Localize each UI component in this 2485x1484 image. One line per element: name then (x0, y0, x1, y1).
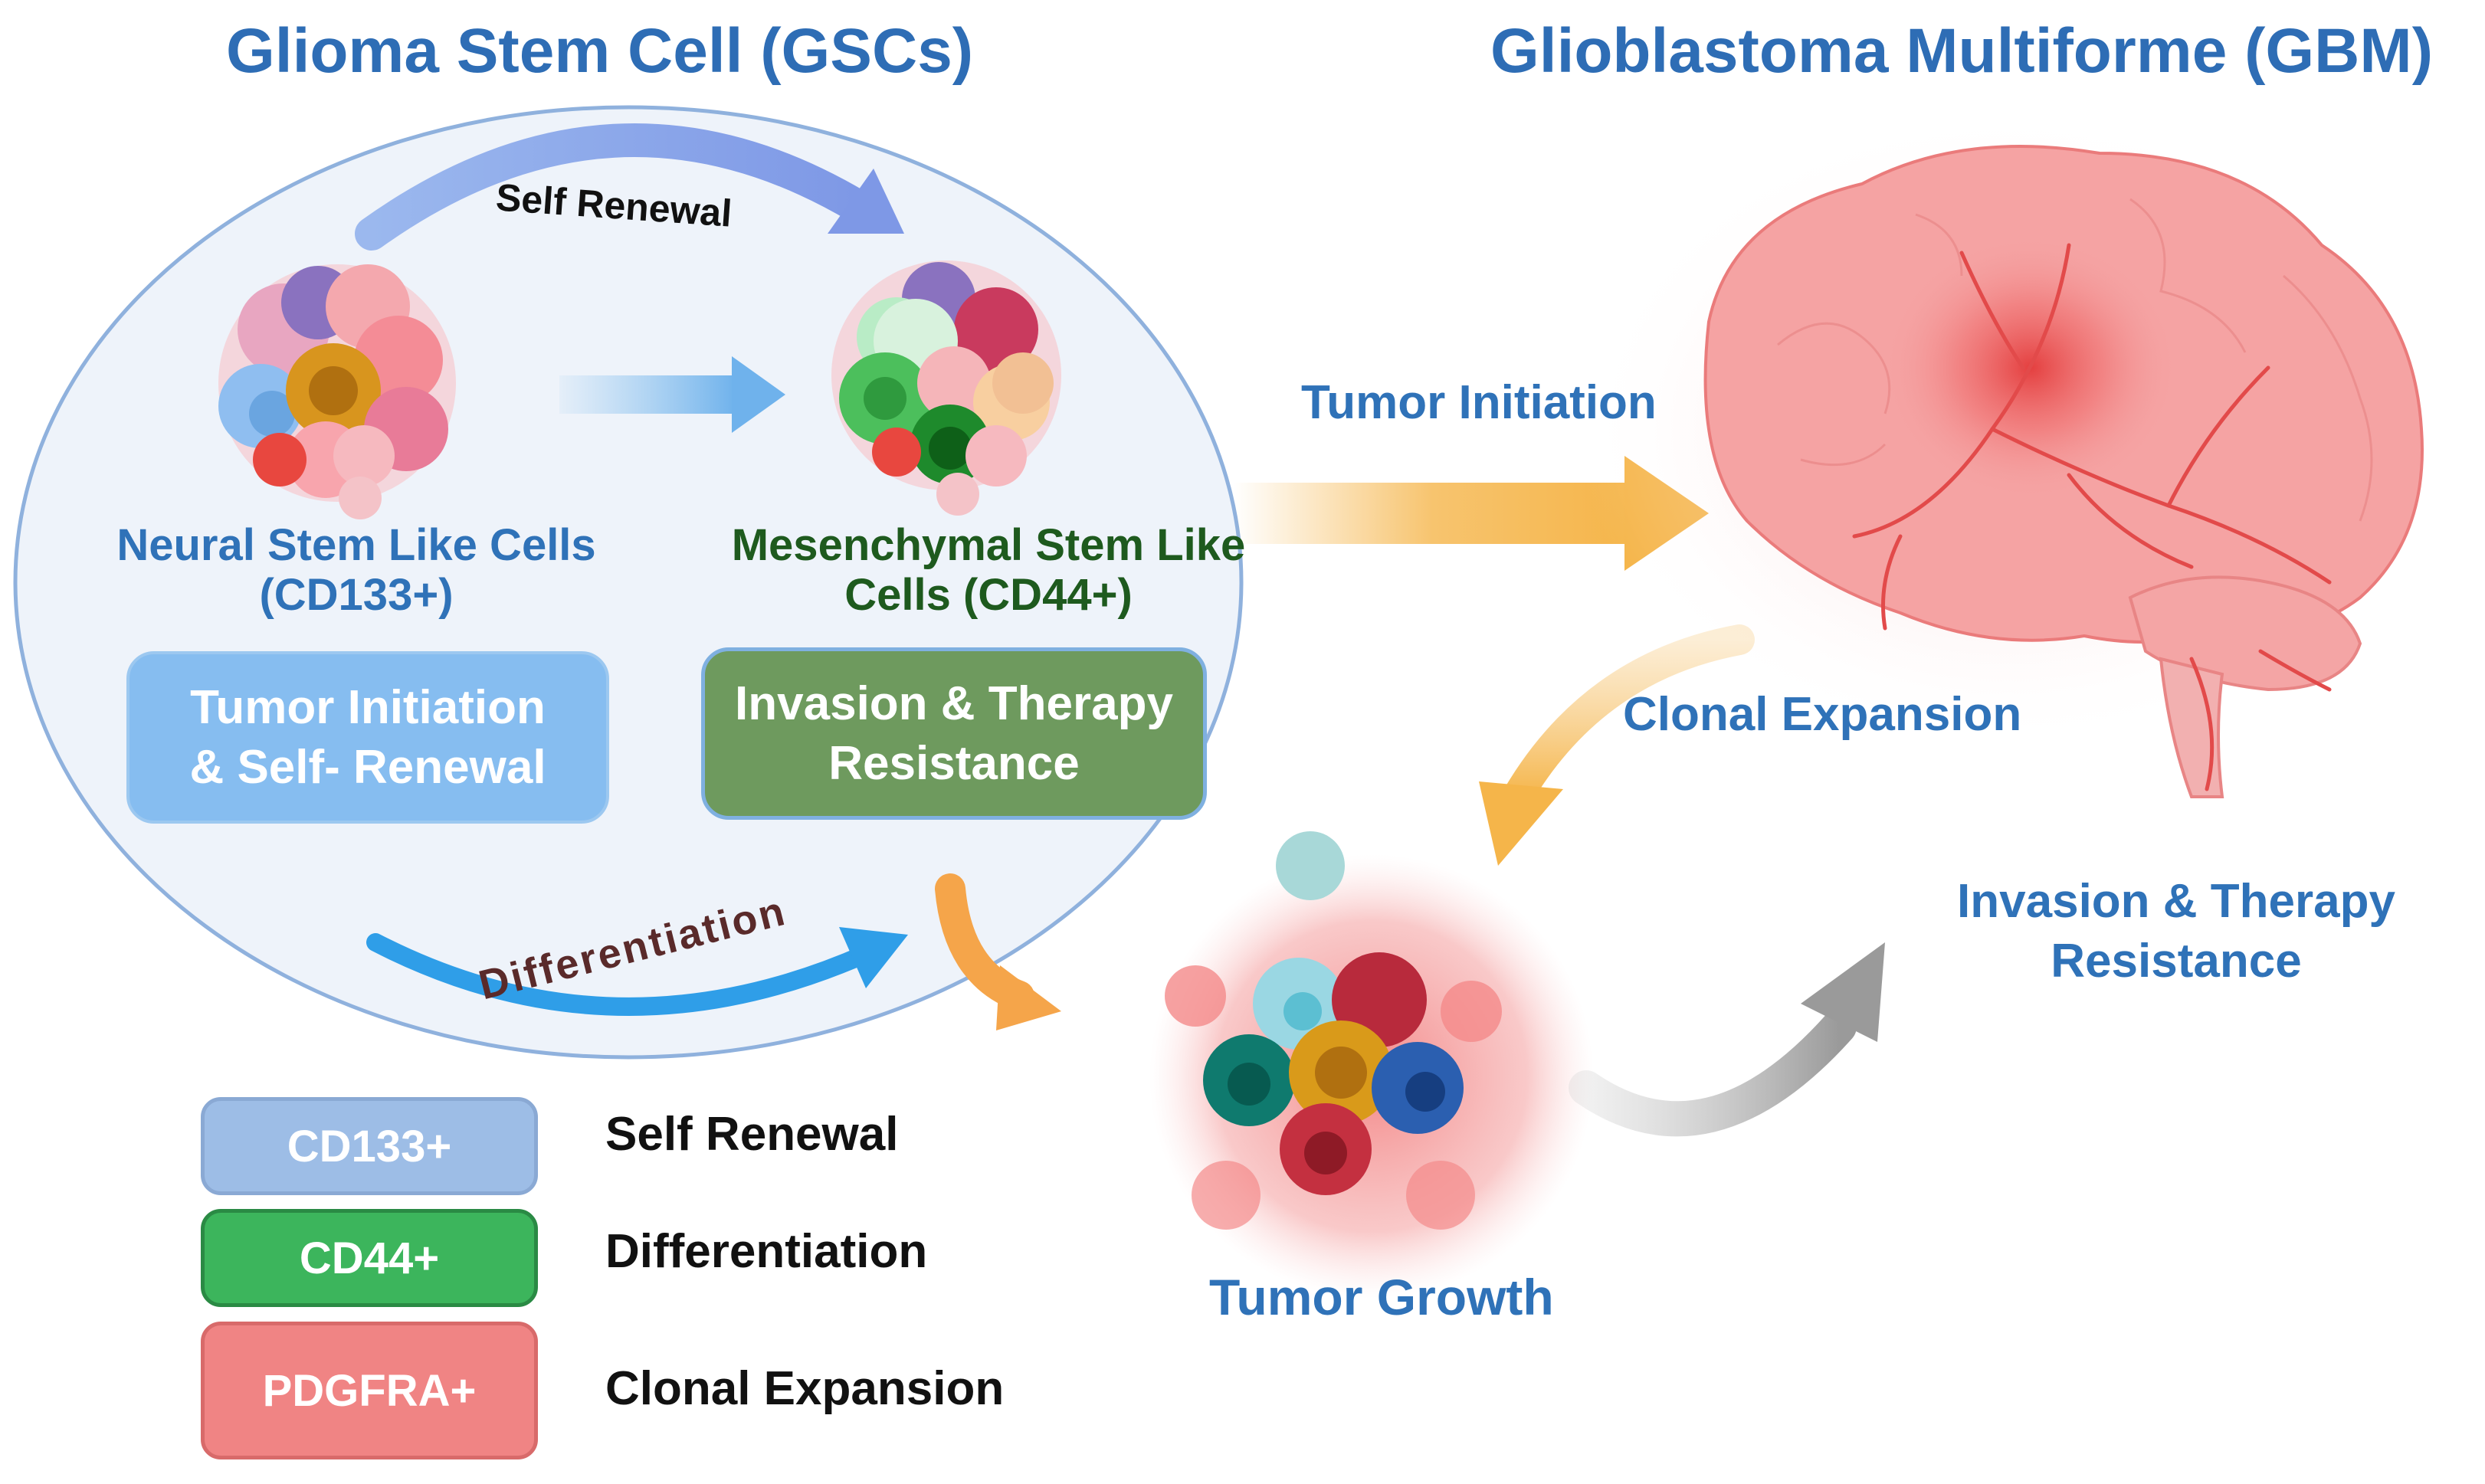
neural-cell-label-line2: (CD133+) (259, 569, 454, 620)
self-renewal-arrow (355, 123, 875, 251)
clonal-expansion-arrowhead (1479, 781, 1563, 866)
invasion-arrow (1569, 1009, 1857, 1137)
legend-marker-cd44-text: CD44+ (299, 1233, 440, 1283)
neural-property-text: Tumor Initiation & Self- Renewal (189, 681, 546, 794)
self-renewal-arrowhead (828, 169, 904, 234)
neural-cell-label-line1: Neural Stem Like Cells (116, 520, 596, 570)
neural-cell-cluster (218, 264, 456, 519)
brain-illustration (1579, 107, 2437, 798)
neural-property-box: Tumor Initiation & Self- Renewal (126, 651, 609, 824)
tumor-growth-label: Tumor Growth (1209, 1269, 1554, 1325)
tumor-initiation-label: Tumor Initiation (1301, 376, 1657, 429)
mesenchymal-cell-label-line1: Mesenchymal Stem Like (731, 520, 1246, 570)
tumor-cluster (1149, 831, 1594, 1299)
mid-arrowhead (732, 356, 785, 433)
invasion-arrowhead (1801, 942, 1885, 1042)
legend-marker-cd44: CD44+ (201, 1209, 538, 1307)
mesenchymal-cell-label: Mesenchymal Stem Like Cells (CD44+) (705, 520, 1272, 621)
gsc-title: Glioma Stem Cell (GSCs) (226, 16, 974, 86)
legend-marker-cd133: CD133+ (201, 1097, 538, 1195)
invasion-label: Invasion & Therapy Resistance (1957, 875, 2395, 988)
mesenchymal-property-box: Invasion & Therapy Resistance (701, 647, 1207, 820)
differentiation-arrow (366, 933, 875, 1016)
differentiation-arrowhead (839, 927, 908, 988)
mesenchymal-cell-cluster (831, 260, 1061, 516)
legend-label-differentiation: Differentiation (605, 1225, 928, 1278)
legend-marker-cd133-text: CD133+ (287, 1121, 452, 1171)
legend-label-self-renewal: Self Renewal (605, 1108, 899, 1161)
mesenchymal-cell-label-line2: Cells (CD44+) (844, 569, 1133, 620)
clonal-expansion-arrow (1502, 624, 1755, 812)
clonal-expansion-label: Clonal Expansion (1623, 688, 2022, 741)
mesenchymal-property-text: Invasion & Therapy Resistance (735, 677, 1173, 790)
legend-marker-pdgfra-text: PDGFRA+ (262, 1365, 477, 1416)
legend-label-clonal-expansion: Clonal Expansion (605, 1362, 1005, 1415)
legend-marker-pdgfra: PDGFRA+ (201, 1322, 538, 1459)
gbm-title: Glioblastoma Multiforme (GBM) (1490, 16, 2433, 86)
neural-cell-label: Neural Stem Like Cells (CD133+) (100, 520, 613, 621)
